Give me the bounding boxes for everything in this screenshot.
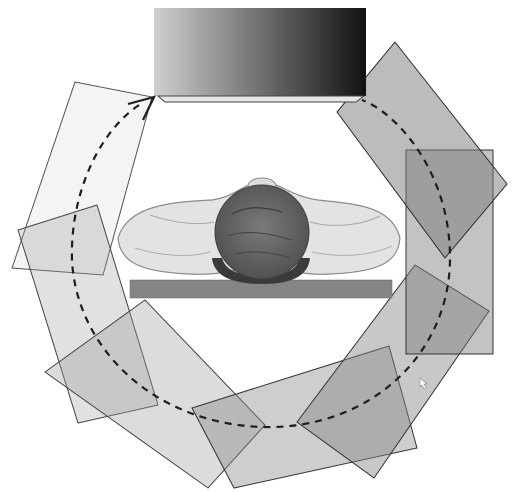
patient-head-from-above [118, 178, 400, 284]
detector-head [154, 8, 366, 102]
